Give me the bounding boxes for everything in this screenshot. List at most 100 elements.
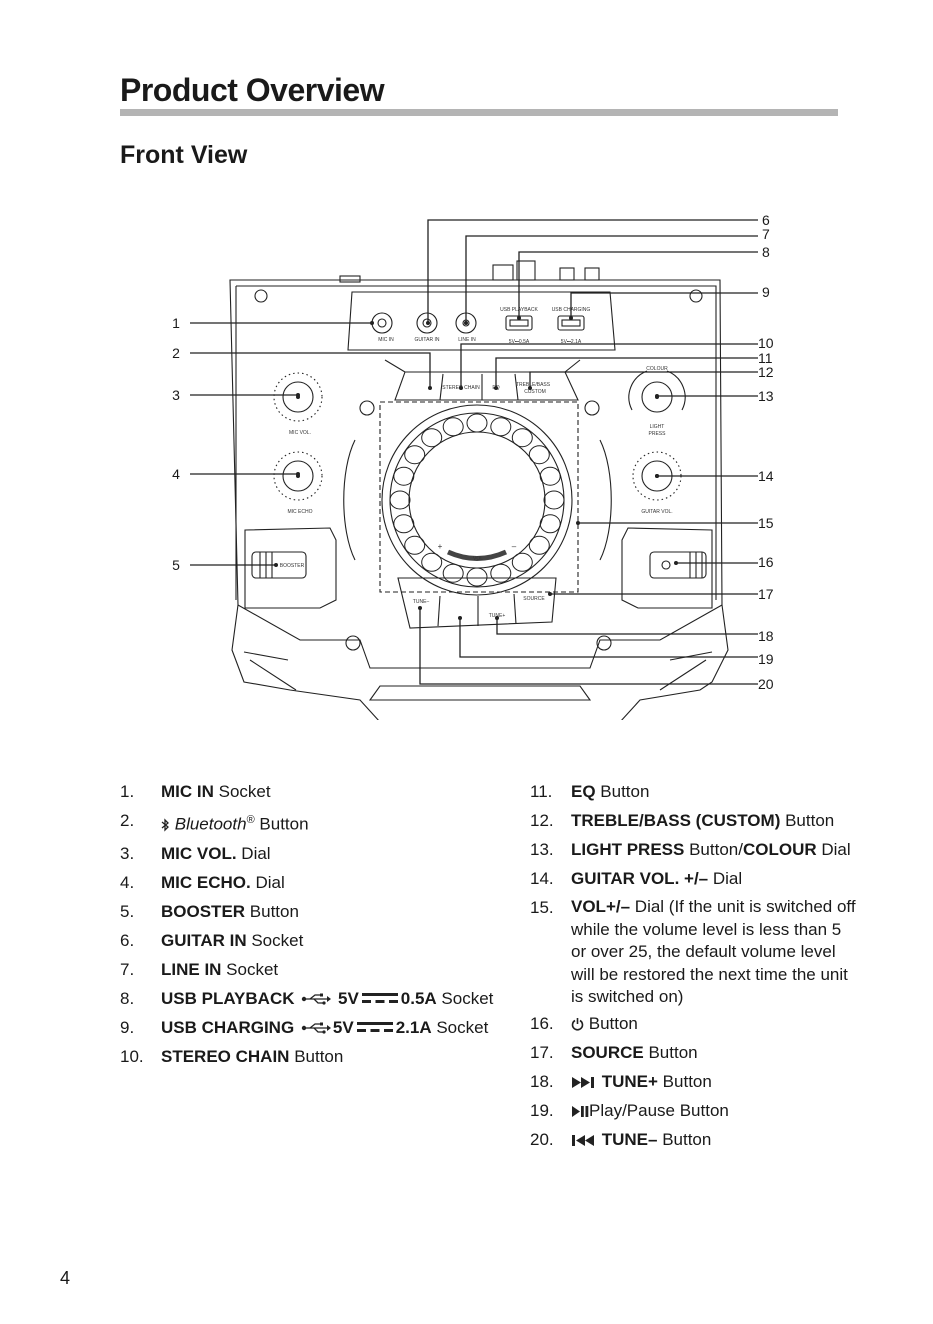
ring-light-button bbox=[511, 428, 533, 448]
colour-knob bbox=[641, 381, 673, 413]
cabinet-outline bbox=[229, 279, 729, 720]
callout-4: 4 bbox=[172, 466, 180, 482]
list-item: 3.MIC VOL. Dial bbox=[120, 843, 271, 863]
label-tune-plus: TUNE+ bbox=[489, 613, 506, 619]
ring-light-button bbox=[543, 490, 565, 510]
skip-forward-icon bbox=[572, 1076, 594, 1088]
ring-light-button bbox=[393, 514, 415, 534]
list-item: 15.VOL+/– Dial (If the unit is switched … bbox=[530, 897, 856, 1006]
power-icon bbox=[661, 560, 671, 570]
page-title: Product Overview bbox=[120, 72, 385, 108]
callout-15: 15 bbox=[758, 515, 774, 531]
ring-light-button bbox=[539, 466, 561, 486]
callout-6: 6 bbox=[762, 212, 770, 228]
ring-light-button bbox=[442, 563, 464, 583]
top-tab bbox=[559, 267, 575, 281]
list-item: 16. Button bbox=[530, 1013, 638, 1033]
title-rule bbox=[120, 109, 838, 116]
section-title: Front View bbox=[120, 141, 248, 169]
feature-list-left: 1.MIC IN Socket 2. Bluetooth® Button 3.M… bbox=[120, 777, 500, 1071]
callout-16: 16 bbox=[758, 554, 774, 570]
callout-10: 10 bbox=[758, 335, 774, 351]
socket-panel bbox=[347, 291, 616, 351]
label-colour: COLOUR bbox=[646, 366, 668, 372]
guitar-in-socket bbox=[416, 312, 438, 334]
list-item: 11.EQ Button bbox=[530, 782, 650, 801]
callout-3: 3 bbox=[172, 387, 180, 403]
list-item: 5.BOOSTER Button bbox=[120, 901, 299, 921]
ring-light-button bbox=[404, 445, 426, 465]
list-item: 18. TUNE+ Button bbox=[530, 1071, 712, 1091]
mic-in-socket bbox=[371, 312, 393, 334]
callout-8: 8 bbox=[762, 244, 770, 260]
ring-light-button bbox=[421, 552, 443, 572]
screw-hole bbox=[596, 635, 612, 651]
light-ring-outer bbox=[381, 404, 573, 596]
callout-7: 7 bbox=[762, 226, 770, 242]
ring-light-button bbox=[511, 552, 533, 572]
screw-hole bbox=[359, 400, 375, 416]
callout-17: 17 bbox=[758, 586, 774, 602]
label-source: SOURCE bbox=[523, 596, 545, 602]
label-usb-charging-rating: 5V⎓2.1A bbox=[561, 339, 582, 345]
ring-light-button bbox=[404, 535, 426, 555]
dc-symbol-icon bbox=[356, 1021, 393, 1032]
label-mic-echo: MIC ECHO bbox=[288, 509, 313, 515]
list-item: 20. TUNE– Button bbox=[530, 1129, 712, 1149]
vol-minus: – bbox=[512, 542, 517, 551]
screw-hole bbox=[345, 635, 361, 651]
callout-11: 11 bbox=[758, 350, 773, 366]
callout-14: 14 bbox=[758, 468, 774, 484]
booster-housing bbox=[244, 527, 337, 609]
callout-19: 19 bbox=[758, 651, 774, 667]
ring-light-button bbox=[490, 563, 512, 583]
front-view-diagram: MIC IN GUITAR IN LINE IN USB PLAYBACK US… bbox=[172, 212, 774, 720]
vol-dial bbox=[408, 431, 546, 569]
bluetooth-icon bbox=[161, 818, 169, 832]
list-item: 14.GUITAR VOL. +/– Dial bbox=[530, 869, 743, 888]
label-guitar-vol: GUITAR VOL. bbox=[641, 509, 672, 515]
label-usb-playback-rating: 5V⎓0.5A bbox=[509, 339, 530, 345]
ring-light-button bbox=[393, 466, 415, 486]
list-item: 2. Bluetooth® Button bbox=[120, 811, 309, 834]
list-item: 7.LINE IN Socket bbox=[120, 959, 279, 979]
list-item: 19.Play/Pause Button bbox=[530, 1100, 729, 1120]
vol-dial-area bbox=[379, 401, 579, 593]
ring-light-button bbox=[421, 428, 443, 448]
ring-light-button bbox=[539, 514, 561, 534]
label-press: PRESS bbox=[649, 431, 667, 437]
button-bar bbox=[394, 371, 579, 401]
list-item: 4.MIC ECHO. Dial bbox=[120, 872, 285, 892]
dc-symbol-icon bbox=[361, 992, 398, 1003]
usb-icon bbox=[301, 1022, 331, 1034]
page-number: 4 bbox=[60, 1268, 71, 1288]
label-guitar-in: GUITAR IN bbox=[415, 337, 440, 343]
callout-1: 1 bbox=[172, 315, 180, 331]
label-line-in: LINE IN bbox=[458, 337, 476, 343]
callout-20: 20 bbox=[758, 676, 774, 692]
ring-light-button bbox=[466, 567, 488, 587]
skip-back-icon bbox=[572, 1134, 594, 1146]
label-custom: CUSTOM bbox=[524, 389, 546, 395]
top-tab bbox=[584, 267, 600, 281]
list-item: 10.STEREO CHAIN Button bbox=[120, 1046, 344, 1066]
ring-light-button bbox=[389, 490, 411, 510]
screw-hole bbox=[689, 289, 703, 303]
callout-5: 5 bbox=[172, 557, 180, 573]
power-housing bbox=[621, 527, 713, 609]
top-tab bbox=[492, 264, 514, 281]
list-item: 17.SOURCE Button bbox=[530, 1042, 698, 1062]
feature-list-right: 11.EQ Button 12.TREBLE/BASS (CUSTOM) But… bbox=[530, 777, 860, 1154]
callout-9: 9 bbox=[762, 284, 770, 300]
callout-13: 13 bbox=[758, 388, 774, 404]
vol-plus: + bbox=[438, 542, 443, 551]
callout-2: 2 bbox=[172, 345, 180, 361]
label-mic-vol: MIC VOL. bbox=[289, 430, 311, 436]
label-light: LIGHT bbox=[650, 424, 665, 430]
ring-light-button bbox=[466, 413, 488, 433]
transport-bar bbox=[397, 577, 557, 629]
ring-light-button bbox=[528, 445, 550, 465]
callout-18: 18 bbox=[758, 628, 774, 644]
